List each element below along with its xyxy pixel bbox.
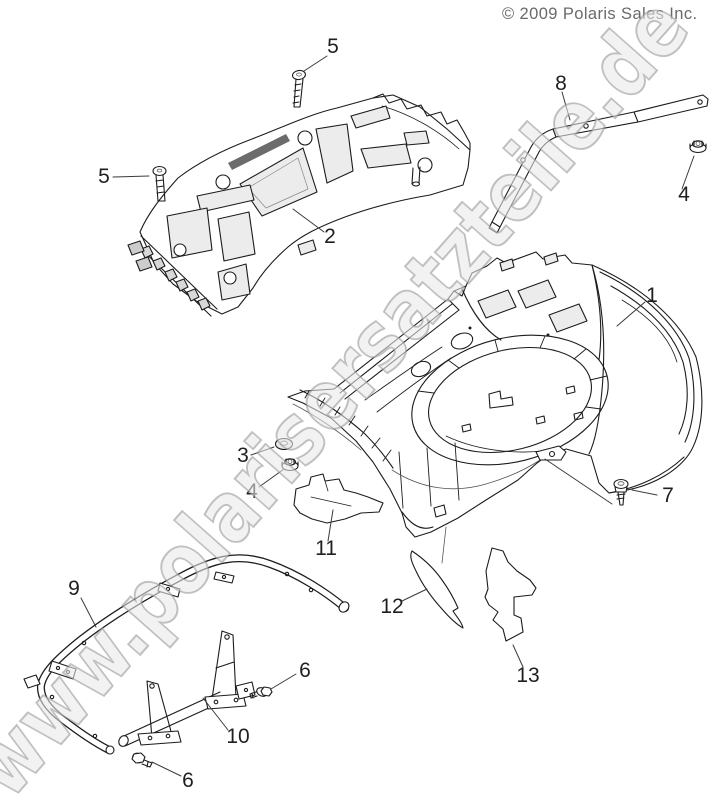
callout-9: 9 — [68, 577, 80, 600]
leader-lines — [80, 55, 695, 777]
callout-6-right: 6 — [299, 659, 311, 682]
callout-6-bottom: 6 — [182, 769, 194, 792]
callout-11: 11 — [315, 537, 337, 560]
washer-part-3 — [274, 437, 294, 451]
callout-7: 7 — [662, 484, 674, 507]
callout-12: 12 — [380, 595, 404, 618]
foam-panel-part-12 — [410, 550, 464, 629]
bracket-part-11 — [293, 473, 384, 524]
rear-rack-tube-part-9 — [23, 554, 350, 755]
support-bracket-part-10 — [118, 630, 256, 747]
rear-cab-part-1 — [287, 251, 703, 564]
bolt-part-6-bottom — [131, 752, 153, 768]
callout-4-mid: 4 — [246, 480, 258, 503]
callout-4-top: 4 — [678, 183, 690, 206]
flange-nut-part-4-top — [689, 140, 707, 154]
rivet-screw-part-7 — [613, 478, 629, 506]
copyright-text: © 2009 Polaris Sales Inc. — [502, 5, 698, 23]
rear-rack-part — [127, 93, 471, 317]
support-bar-part-8 — [488, 94, 709, 234]
bolt-part-5-top — [291, 69, 307, 108]
bolt-part-6-right — [249, 686, 273, 699]
callout-8: 8 — [555, 72, 567, 95]
callout-5-left: 5 — [98, 165, 110, 188]
callout-1: 1 — [646, 284, 658, 307]
callout-13: 13 — [516, 664, 540, 687]
flange-nut-part-4-mid — [281, 458, 299, 472]
callout-5-top: 5 — [327, 35, 339, 58]
callout-10: 10 — [226, 725, 250, 748]
bolt-part-5-left — [152, 165, 167, 202]
foam-panel-part-13 — [484, 547, 537, 642]
callout-3: 3 — [237, 444, 249, 467]
callout-2: 2 — [324, 225, 336, 248]
